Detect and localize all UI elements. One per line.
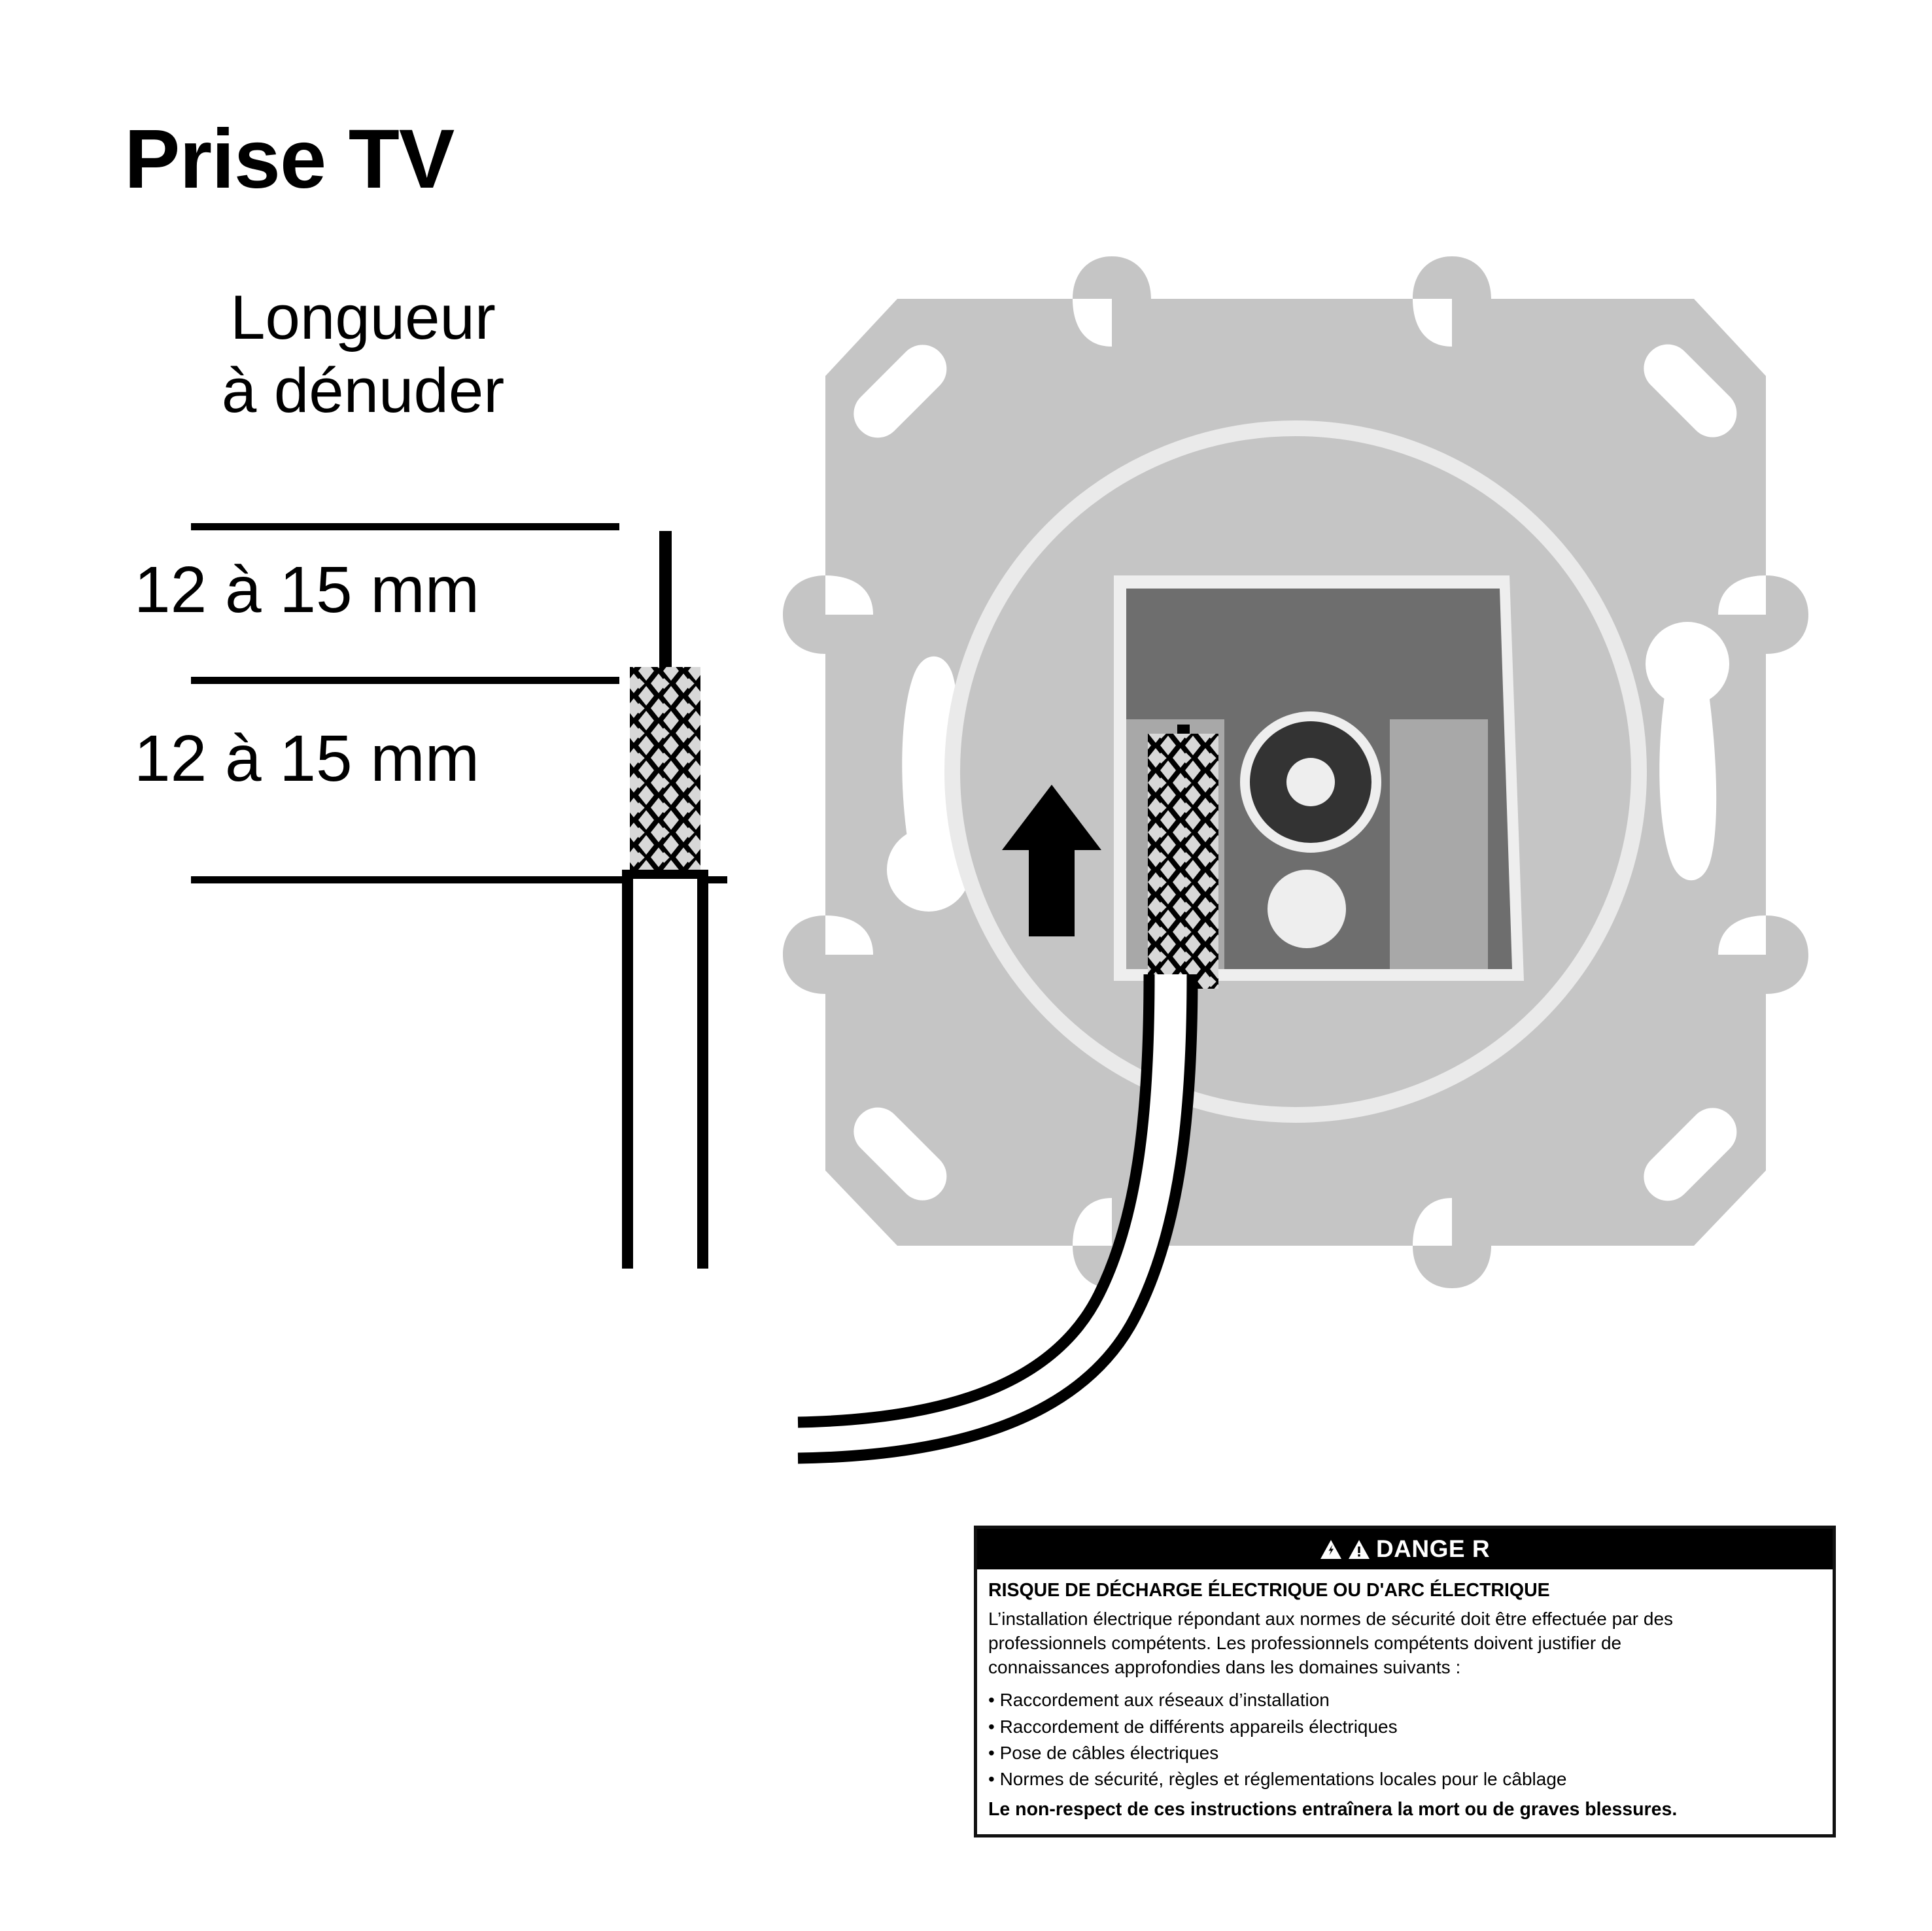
danger-footer: Le non-respect de ces instructions entra…: [988, 1798, 1678, 1820]
socket-bezel-ring: [944, 420, 1647, 1123]
danger-bullet: • Normes de sécurité, règles et réglemen…: [988, 1769, 1567, 1790]
danger-body: RISQUE DE DÉCHARGE ÉLECTRIQUE OU D'ARC É…: [977, 1569, 1833, 1834]
legend-subtitle: Longueur à dénuder: [124, 281, 602, 428]
danger-warning-box: DANGE R RISQUE DE DÉCHARGE ÉLECTRIQUE OU…: [974, 1526, 1836, 1838]
screw-slot-top-left: [854, 345, 947, 438]
keyhole-slot-left: [887, 656, 971, 912]
danger-label: DANGE R: [1375, 1535, 1491, 1562]
warning-triangle-icon: [1348, 1539, 1370, 1559]
dimension-rule-bottom: [191, 876, 727, 883]
danger-bullet: • Raccordement aux réseaux d’installatio…: [988, 1690, 1330, 1711]
terminal-hole: [1268, 870, 1346, 948]
measure-label-bottom: 12 à 15 mm: [134, 722, 480, 795]
cable-center-conductor: [659, 531, 672, 670]
page-title: Prise TV: [124, 112, 455, 206]
screw-slot-bottom-right: [1644, 1108, 1737, 1201]
danger-bullet: • Raccordement de différents appareils é…: [988, 1716, 1398, 1737]
keyhole-slot-right: [1646, 622, 1729, 881]
cable-outer-sheath: [622, 870, 708, 1269]
danger-paragraph-line2: professionnels compétents. Les professio…: [988, 1632, 1622, 1653]
electric-shock-triangle-icon: [1320, 1539, 1341, 1559]
cable-braid-shield: [630, 667, 700, 870]
screw-slot-bottom-left: [854, 1107, 947, 1201]
measure-label-top: 12 à 15 mm: [134, 553, 480, 626]
danger-paragraph-line3: connaissances approfondies dans les doma…: [988, 1657, 1461, 1678]
danger-paragraph-line1: L’installation électrique répondant aux …: [988, 1608, 1674, 1629]
socket-cable-sheath: [797, 974, 1198, 1464]
screw-slot-top-right: [1644, 344, 1737, 437]
insertion-arrow-icon: [1002, 785, 1101, 936]
legend-subtitle-line2: à dénuder: [221, 356, 505, 426]
dimension-rule-middle: [191, 677, 619, 684]
connector-right-channel: [1390, 719, 1488, 969]
legend-subtitle-line1: Longueur: [230, 282, 496, 352]
dimension-rule-top: [191, 523, 619, 530]
coax-port-center: [1286, 758, 1335, 806]
danger-bullet: • Pose de câbles électriques: [988, 1742, 1219, 1763]
danger-header: DANGE R: [977, 1529, 1833, 1569]
danger-heading: RISQUE DE DÉCHARGE ÉLECTRIQUE OU D'ARC É…: [988, 1580, 1550, 1601]
danger-paragraph: L’installation électrique répondant aux …: [988, 1607, 1821, 1680]
socket-cable-braid: [1148, 734, 1218, 989]
